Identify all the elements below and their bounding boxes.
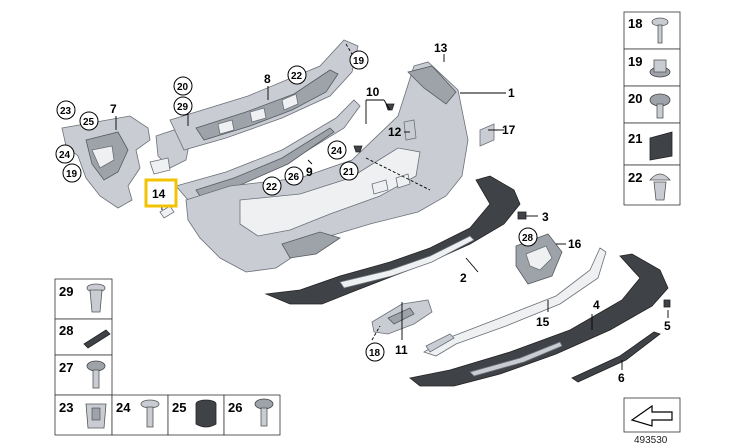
circled-callouts: 19 20 22 29 23 25 24 19 24 26 21 22 28 1… [55,50,538,362]
legend-cell-23[interactable]: 23 [54,394,113,436]
svg-text:24: 24 [59,150,71,161]
callout-3: 3 [542,210,549,224]
circled-callout-23: 23 [56,100,76,120]
rear-diffuser-part[interactable] [264,175,521,305]
bumper-carrier-part[interactable] [169,39,359,151]
svg-text:24: 24 [331,146,343,157]
svg-text:22: 22 [266,182,278,193]
svg-text:24: 24 [116,400,131,415]
callout-12: 12 [388,125,402,139]
diffuser-insert-part[interactable] [409,253,669,387]
svg-text:28: 28 [59,323,73,338]
svg-text:29: 29 [177,102,189,113]
legend-cell-19[interactable]: 19 [623,48,681,87]
legend-cell-21[interactable]: 21 [623,122,681,166]
clip-part-5[interactable] [663,299,671,308]
svg-text:22: 22 [291,71,303,82]
leader-lines [115,43,669,370]
callout-labels: 1 2 3 4 5 6 7 8 9 10 11 12 13 15 16 17 [110,41,671,385]
legend-cell-25[interactable]: 25 [167,394,225,436]
circled-callout-29: 29 [173,96,193,116]
legend-cell-26[interactable]: 26 [223,394,281,436]
legend-cell-28[interactable]: 28 [54,318,113,356]
callout-14-highlight[interactable]: 14 [144,178,178,208]
circled-callout-28: 28 [518,227,538,247]
legend-cell-20[interactable]: 20 [623,85,681,124]
svg-text:25: 25 [83,117,95,128]
callout-11: 11 [395,343,408,357]
callout-8: 8 [264,72,271,86]
circled-callout-18: 18 [365,342,385,362]
callout-9: 9 [306,165,313,179]
circled-callout-20: 20 [173,76,193,96]
legend-cell-22[interactable]: 22 [623,164,681,206]
legend-cell-18[interactable]: 18 [623,11,681,50]
svg-text:19: 19 [66,169,78,180]
screw-part-10[interactable] [353,103,395,153]
callout-7: 7 [110,102,117,116]
highlighted-part-14[interactable] [149,157,175,219]
callout-15: 15 [536,315,550,329]
svg-text:21: 21 [343,167,355,178]
callout-5: 5 [664,319,671,333]
lower-strip-part[interactable] [571,331,661,383]
callout-2: 2 [460,271,467,285]
circled-callout-21: 21 [339,161,359,181]
svg-text:27: 27 [59,360,73,375]
callout-17: 17 [502,123,516,137]
svg-text:20: 20 [177,82,189,93]
legend-cell-27[interactable]: 27 [54,354,113,396]
trim-strip-part[interactable] [423,247,607,357]
callout-13: 13 [434,41,448,55]
svg-text:23: 23 [59,400,73,415]
callout-4: 4 [593,298,600,312]
svg-text:22: 22 [628,170,642,185]
circled-callout-26: 26 [284,166,304,186]
callout-14: 14 [152,187,166,201]
svg-text:26: 26 [228,400,242,415]
svg-text:25: 25 [172,400,186,415]
circled-callout-24b: 24 [327,140,347,160]
circled-callout-22b: 22 [262,176,282,196]
circled-callout-19a: 19 [349,50,369,70]
callout-6: 6 [618,371,625,385]
svg-text:28: 28 [522,233,534,244]
svg-text:23: 23 [60,106,72,117]
document-number: 493530 [634,435,668,446]
callout-1: 1 [508,86,515,100]
circled-callout-25: 25 [79,111,99,131]
right-bracket-part[interactable] [515,233,563,285]
bumper-trim-panel-part[interactable] [185,61,469,273]
svg-text:21: 21 [628,131,642,146]
callout-10: 10 [366,85,380,99]
orientation-box [623,397,681,433]
svg-text:19: 19 [353,56,365,67]
legend-cell-24[interactable]: 24 [111,394,169,436]
bottom-fastener-legend: 29 28 27 23 24 25 [54,278,281,436]
clip-part-3[interactable] [517,211,527,220]
reflector-part[interactable] [403,119,417,141]
reflector-right-part[interactable] [479,123,495,147]
svg-text:18: 18 [369,348,381,359]
svg-text:29: 29 [59,284,73,299]
circled-callout-22a: 22 [287,65,307,85]
svg-text:26: 26 [288,172,300,183]
svg-text:19: 19 [628,54,642,69]
svg-text:20: 20 [628,91,642,106]
callout-16: 16 [568,237,582,251]
svg-text:18: 18 [628,16,642,31]
direction-arrow-icon [630,404,673,427]
circled-callout-24a: 24 [55,144,75,164]
legend-cell-29[interactable]: 29 [54,278,113,320]
circled-callout-19b: 19 [62,163,82,183]
right-fastener-legend: 18 19 20 21 22 [623,11,681,206]
left-side-bracket-part[interactable] [61,115,151,209]
